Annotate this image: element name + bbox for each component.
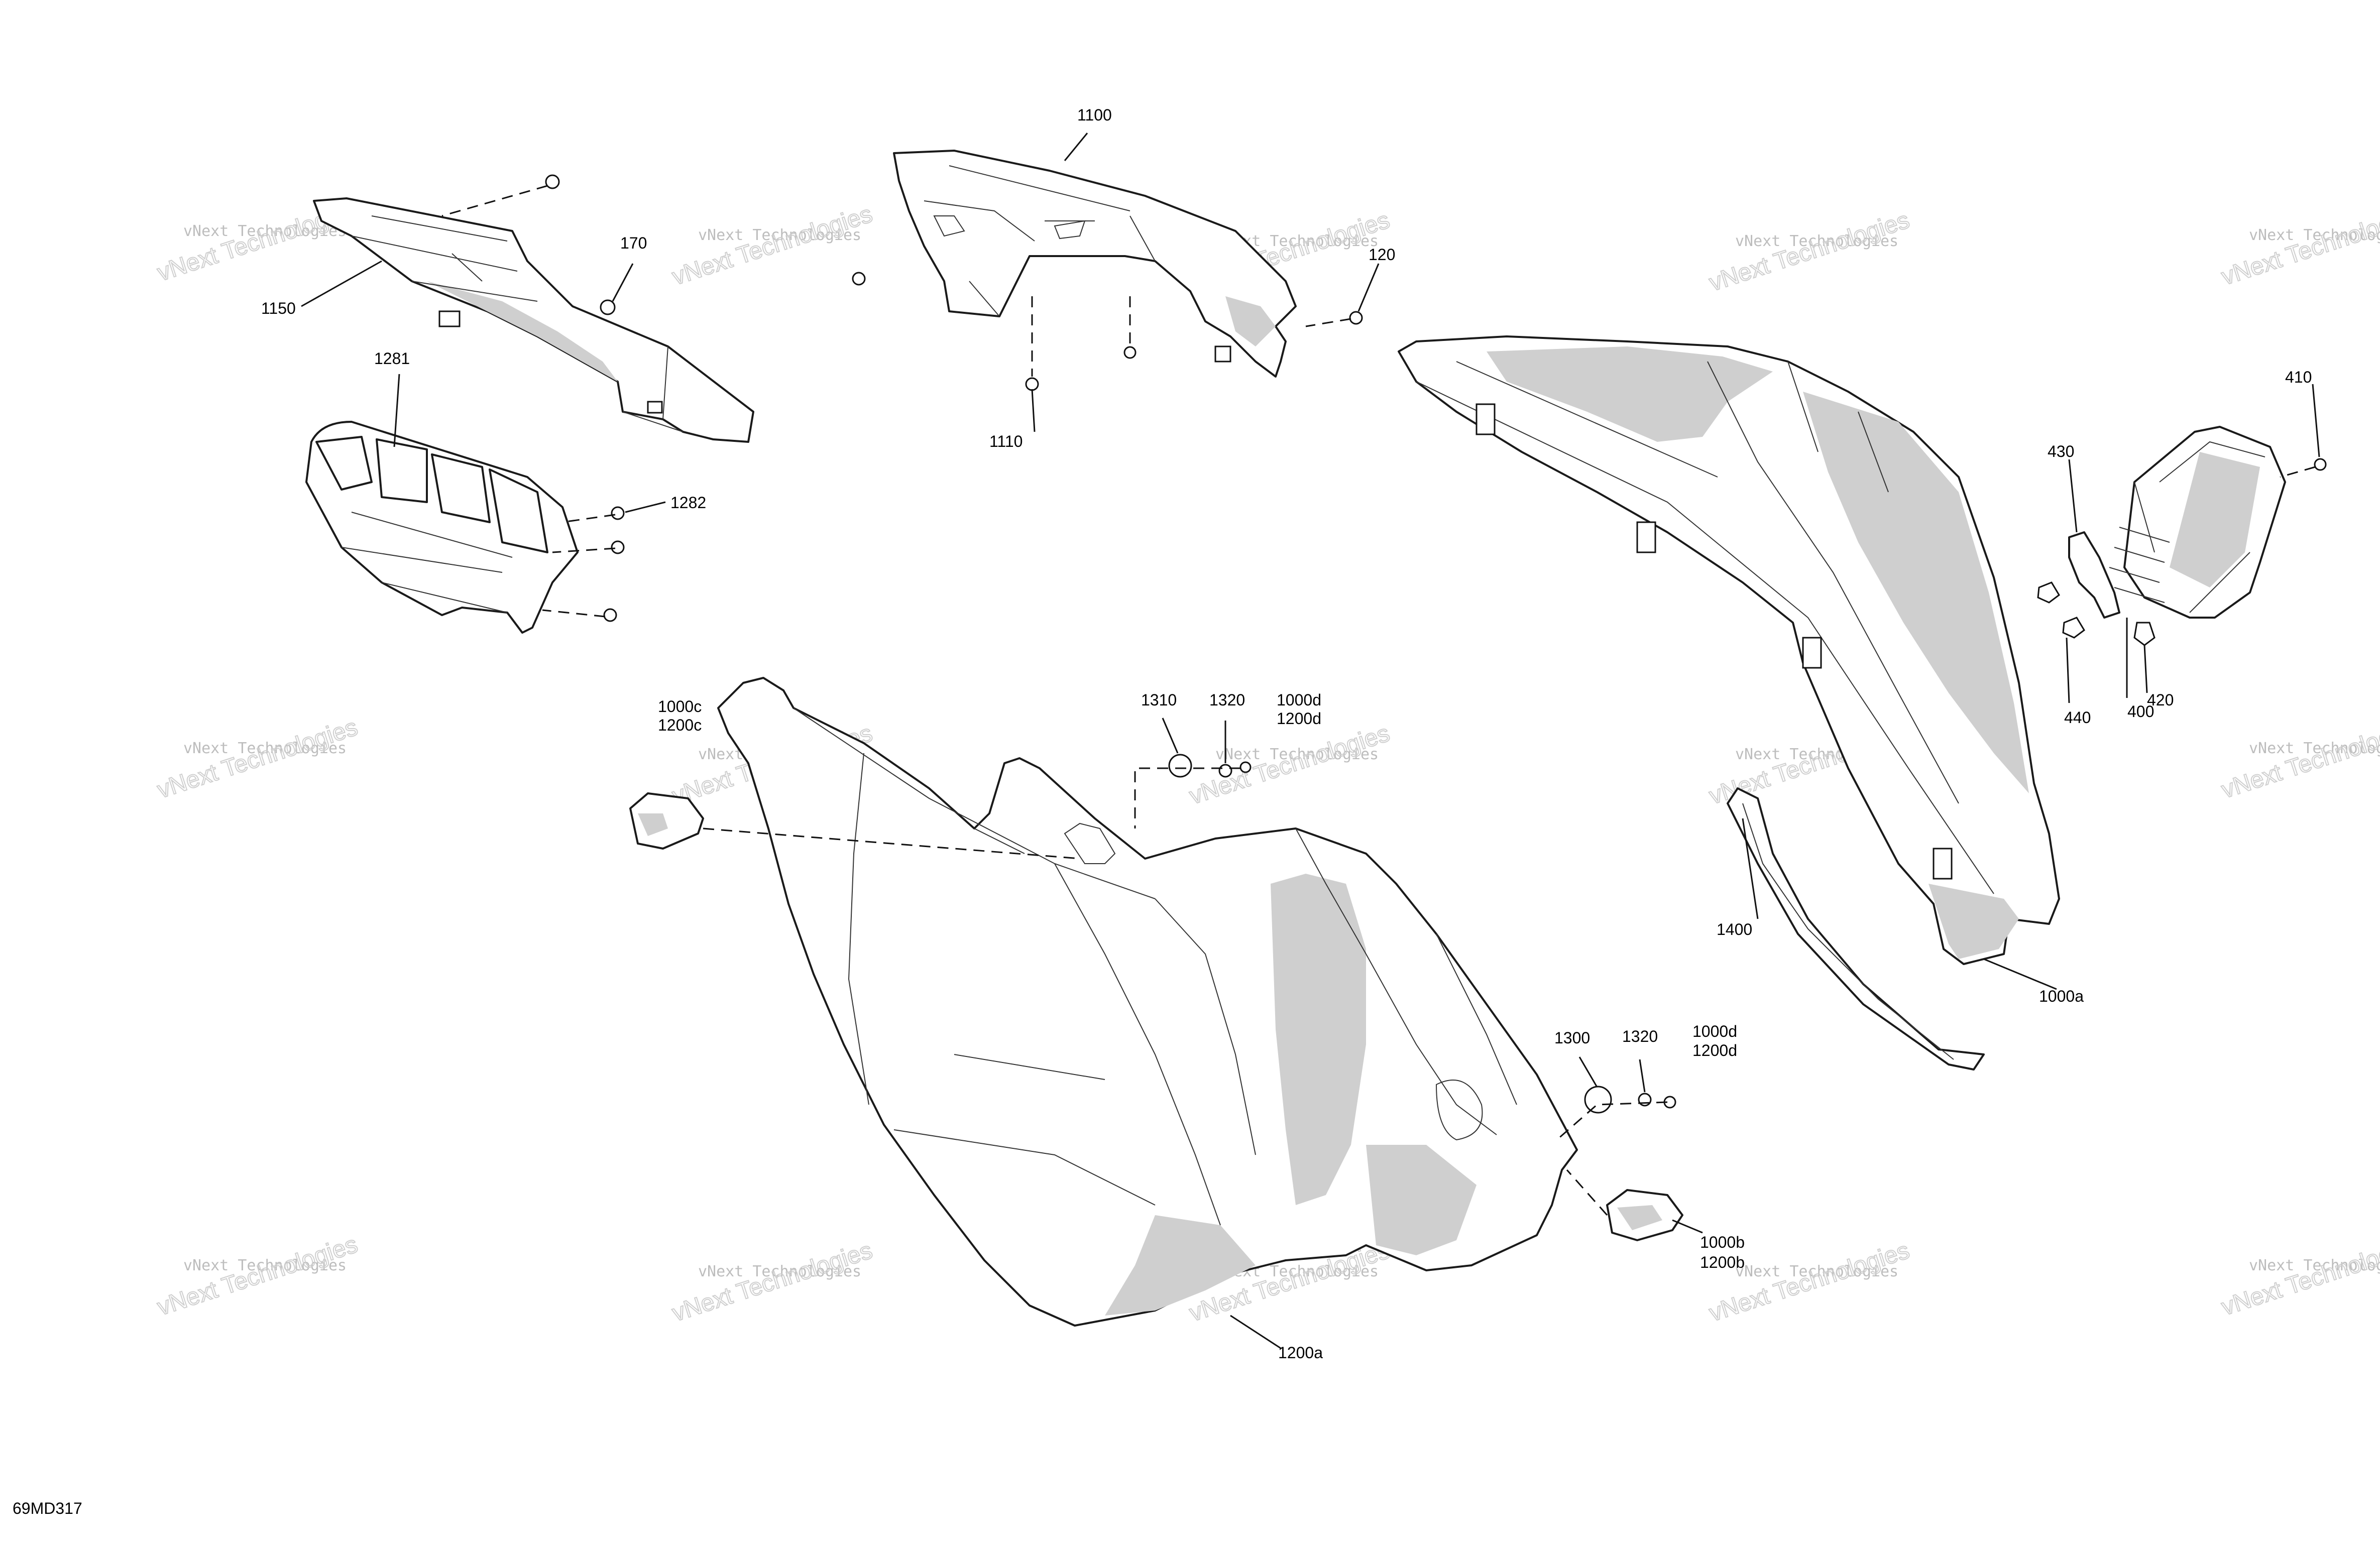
label-1320-upper: 1320 bbox=[1209, 691, 1245, 709]
hardware-410 bbox=[2314, 458, 2327, 471]
part-1000b-light bbox=[1606, 1189, 1683, 1241]
svg-text:vNext Technologies: vNext Technologies bbox=[698, 226, 861, 244]
label-1110: 1110 bbox=[989, 432, 1023, 450]
part-1200a-side-panel bbox=[717, 677, 1578, 1327]
label-410: 410 bbox=[2285, 368, 2312, 386]
label-430: 430 bbox=[2048, 442, 2074, 460]
hardware-440a bbox=[2037, 581, 2060, 604]
label-1000d-upper: 1000d bbox=[1277, 691, 1321, 709]
label-120: 120 bbox=[1369, 246, 1395, 264]
label-1200b: 1200b bbox=[1700, 1253, 1745, 1271]
diagram-code: 69MD317 bbox=[13, 1499, 82, 1517]
label-1150: 1150 bbox=[261, 299, 296, 317]
label-1281: 1281 bbox=[374, 349, 410, 368]
part-1000c-light bbox=[629, 792, 704, 850]
label-440: 440 bbox=[2064, 708, 2091, 727]
label-1282: 1282 bbox=[670, 494, 706, 512]
label-1000a: 1000a bbox=[2039, 987, 2084, 1005]
label-1000d-lower: 1000d bbox=[1692, 1022, 1737, 1040]
part-1281-vent-cover bbox=[305, 421, 579, 634]
label-1000b: 1000b bbox=[1700, 1233, 1745, 1251]
svg-text:vNext Technologies: vNext Technologies bbox=[1735, 1263, 1898, 1280]
svg-text:vNext Technologies: vNext Technologies bbox=[1735, 232, 1898, 250]
part-1400-trim-strip bbox=[1727, 787, 1985, 1071]
part-1100-upper-panel bbox=[893, 150, 1297, 378]
label-1300: 1300 bbox=[1554, 1029, 1590, 1047]
label-1200a: 1200a bbox=[1278, 1344, 1323, 1362]
svg-text:vNext Technologies: vNext Technologies bbox=[1706, 207, 1912, 297]
svg-text:vNext Technologies: vNext Technologies bbox=[1215, 746, 1379, 763]
part-430-latch bbox=[2068, 531, 2120, 619]
label-1000c: 1000c bbox=[658, 697, 702, 716]
label-1100: 1100 bbox=[1077, 106, 1112, 124]
svg-text:vNext Technologies: vNext Technologies bbox=[2249, 740, 2380, 757]
svg-text:vNext Technologies: vNext Technologies bbox=[154, 714, 361, 804]
svg-text:vNext Technologies: vNext Technologies bbox=[2218, 1231, 2380, 1321]
label-1200c: 1200c bbox=[658, 716, 702, 734]
hardware-440b bbox=[2062, 617, 2085, 639]
label-1200d-upper: 1200d bbox=[1277, 709, 1321, 728]
label-1320-lower: 1320 bbox=[1622, 1027, 1658, 1045]
assembly-lines bbox=[441, 185, 2316, 1216]
svg-text:vNext Technologies: vNext Technologies bbox=[669, 1237, 875, 1327]
svg-text:vNext Technologies: vNext Technologies bbox=[1186, 720, 1393, 810]
hardware-screws bbox=[545, 174, 1676, 1114]
label-1200d-lower: 1200d bbox=[1692, 1041, 1737, 1059]
svg-text:vNext Technologies: vNext Technologies bbox=[2218, 201, 2380, 291]
svg-text:vNext Technologies: vNext Technologies bbox=[2218, 714, 2380, 804]
svg-text:vNext Technologies: vNext Technologies bbox=[154, 1231, 361, 1321]
part-400-storage-box bbox=[2109, 426, 2286, 619]
leader-lines bbox=[301, 133, 2320, 1349]
callout-labels: 1100 170 120 1150 1110 1281 1282 410 430… bbox=[261, 106, 2312, 1362]
svg-text:vNext Technologies: vNext Technologies bbox=[183, 222, 347, 240]
svg-text:vNext Technologies: vNext Technologies bbox=[669, 201, 875, 291]
svg-text:vNext Technologies: vNext Technologies bbox=[183, 740, 347, 757]
label-170: 170 bbox=[620, 234, 647, 252]
label-420: 420 bbox=[2147, 691, 2174, 709]
svg-text:vNext Technologies: vNext Technologies bbox=[183, 1257, 347, 1274]
part-1000a-side-panel bbox=[1398, 335, 2060, 965]
svg-text:vNext Technologies: vNext Technologies bbox=[2249, 1257, 2380, 1274]
label-1310: 1310 bbox=[1141, 691, 1177, 709]
part-1150-bracket bbox=[313, 197, 754, 443]
label-400: 400 bbox=[2127, 702, 2154, 721]
svg-text:vNext Technologies: vNext Technologies bbox=[698, 1263, 861, 1280]
label-1400: 1400 bbox=[1717, 920, 1752, 938]
svg-text:vNext Technologies: vNext Technologies bbox=[2249, 226, 2380, 244]
hardware-420 bbox=[2133, 622, 2156, 646]
